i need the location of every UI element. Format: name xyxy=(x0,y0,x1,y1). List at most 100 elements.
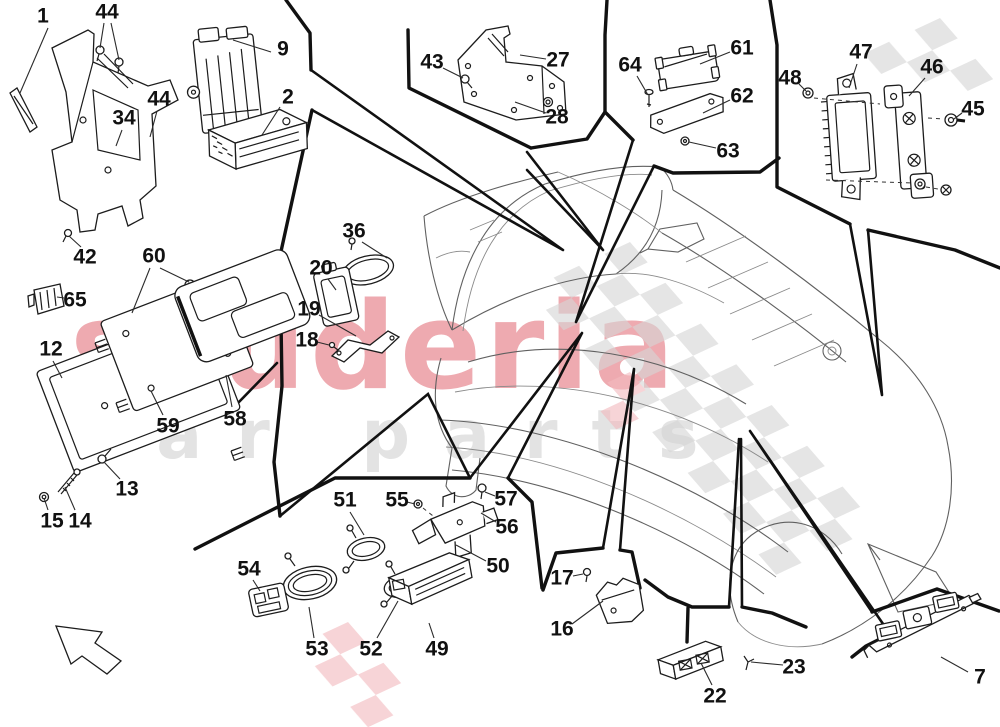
callout-49[interactable]: 49 xyxy=(425,638,448,661)
callout-56[interactable]: 56 xyxy=(495,516,518,539)
part-51-cable-coil xyxy=(342,524,386,574)
callout-64[interactable]: 64 xyxy=(618,54,642,77)
leader-line-36 xyxy=(361,241,388,259)
part-59-clips xyxy=(94,338,245,461)
leader-line-63 xyxy=(688,141,717,149)
callout-55[interactable]: 55 xyxy=(385,489,409,512)
callout-44[interactable]: 44 xyxy=(95,1,119,24)
leader-line-56 xyxy=(480,512,497,523)
callout-2[interactable]: 2 xyxy=(282,86,294,109)
callout-15[interactable]: 15 xyxy=(40,510,64,533)
leader-line-23 xyxy=(750,661,784,666)
callout-57[interactable]: 57 xyxy=(494,488,517,511)
callout-16[interactable]: 16 xyxy=(550,618,573,641)
part-2-ecu xyxy=(206,108,309,171)
part-16-module xyxy=(595,577,645,625)
callout-34[interactable]: 34 xyxy=(112,107,136,130)
part-13-bolt xyxy=(97,448,112,464)
leader-line-13 xyxy=(103,461,121,480)
callout-50[interactable]: 50 xyxy=(486,555,509,578)
callout-59[interactable]: 59 xyxy=(156,415,179,438)
callout-61[interactable]: 61 xyxy=(730,37,754,60)
callout-9[interactable]: 9 xyxy=(277,38,289,61)
callout-44[interactable]: 44 xyxy=(147,88,171,111)
callout-47[interactable]: 47 xyxy=(849,41,872,64)
callout-63[interactable]: 63 xyxy=(716,140,739,163)
leader-line-2 xyxy=(261,106,281,136)
callout-54[interactable]: 54 xyxy=(237,558,261,581)
callout-46[interactable]: 46 xyxy=(920,56,943,79)
part-42-screw xyxy=(62,228,73,243)
part-28-nut xyxy=(542,96,554,108)
part-58-module xyxy=(174,249,311,363)
callout-23[interactable]: 23 xyxy=(782,656,805,679)
callout-1[interactable]: 1 xyxy=(37,5,49,28)
leader-line-55 xyxy=(406,501,416,505)
callout-53[interactable]: 53 xyxy=(305,638,328,661)
leader-line-62 xyxy=(702,99,731,114)
leader-line-53 xyxy=(308,606,315,639)
leader-line-58 xyxy=(225,374,233,408)
part-49-ecu xyxy=(387,552,473,606)
part-43-screw xyxy=(460,74,473,89)
callout-14[interactable]: 14 xyxy=(68,510,92,533)
callout-36[interactable]: 36 xyxy=(342,220,365,243)
leader-line-57 xyxy=(484,491,496,497)
leader-line-45 xyxy=(953,112,963,120)
callout-20[interactable]: 20 xyxy=(309,257,332,280)
leader-line-19 xyxy=(318,314,357,337)
leader-line-16 xyxy=(571,600,604,625)
leader-line-47 xyxy=(848,63,858,89)
leader-line-60 xyxy=(159,267,190,283)
pointer-beams xyxy=(235,68,892,636)
direction-arrow-icon xyxy=(54,625,123,675)
callout-45[interactable]: 45 xyxy=(961,98,985,121)
callout-18[interactable]: 18 xyxy=(295,329,319,352)
leader-line-49 xyxy=(428,622,435,639)
part-14-screw xyxy=(57,468,81,495)
leader-line-42 xyxy=(68,235,82,248)
part-22-box xyxy=(656,640,724,681)
callout-27[interactable]: 27 xyxy=(546,49,569,72)
callout-12[interactable]: 12 xyxy=(39,338,62,361)
callout-62[interactable]: 62 xyxy=(730,85,753,108)
part-55-grommet xyxy=(413,499,423,509)
callout-17[interactable]: 17 xyxy=(550,567,573,590)
callout-43[interactable]: 43 xyxy=(420,51,443,74)
leader-line-60 xyxy=(131,267,151,314)
callout-42[interactable]: 42 xyxy=(73,246,96,269)
callout-51[interactable]: 51 xyxy=(333,489,357,512)
part-15-washer xyxy=(38,491,50,503)
part-45-grommet xyxy=(914,113,966,196)
callout-19[interactable]: 19 xyxy=(297,298,320,321)
leader-line-64 xyxy=(636,75,649,96)
part-1-rod xyxy=(9,87,38,133)
callout-22[interactable]: 22 xyxy=(703,685,726,708)
leader-line-20 xyxy=(327,278,337,291)
callout-48[interactable]: 48 xyxy=(778,67,802,90)
callout-13[interactable]: 13 xyxy=(115,478,138,501)
callout-28[interactable]: 28 xyxy=(545,106,569,129)
callout-58[interactable]: 58 xyxy=(223,408,247,431)
callout-52[interactable]: 52 xyxy=(359,638,382,661)
leader-line-54 xyxy=(252,579,261,592)
car-outline xyxy=(423,165,955,648)
part-34-bracket xyxy=(51,29,179,233)
part-47-ecu xyxy=(820,72,877,201)
leader-line-48 xyxy=(798,83,807,92)
leader-line-27 xyxy=(519,54,547,60)
leader-line-7 xyxy=(940,656,969,673)
part-17-screw xyxy=(582,567,592,583)
callout-60[interactable]: 60 xyxy=(142,245,165,268)
callout-65[interactable]: 65 xyxy=(63,289,87,312)
leader-line-18 xyxy=(316,341,330,346)
leader-line-52 xyxy=(376,600,399,639)
leader-line-28 xyxy=(514,101,547,114)
callout-7[interactable]: 7 xyxy=(974,666,986,689)
leader-line-9 xyxy=(232,39,272,53)
part-61-ecu xyxy=(654,44,721,92)
part-57-screw xyxy=(477,483,487,500)
